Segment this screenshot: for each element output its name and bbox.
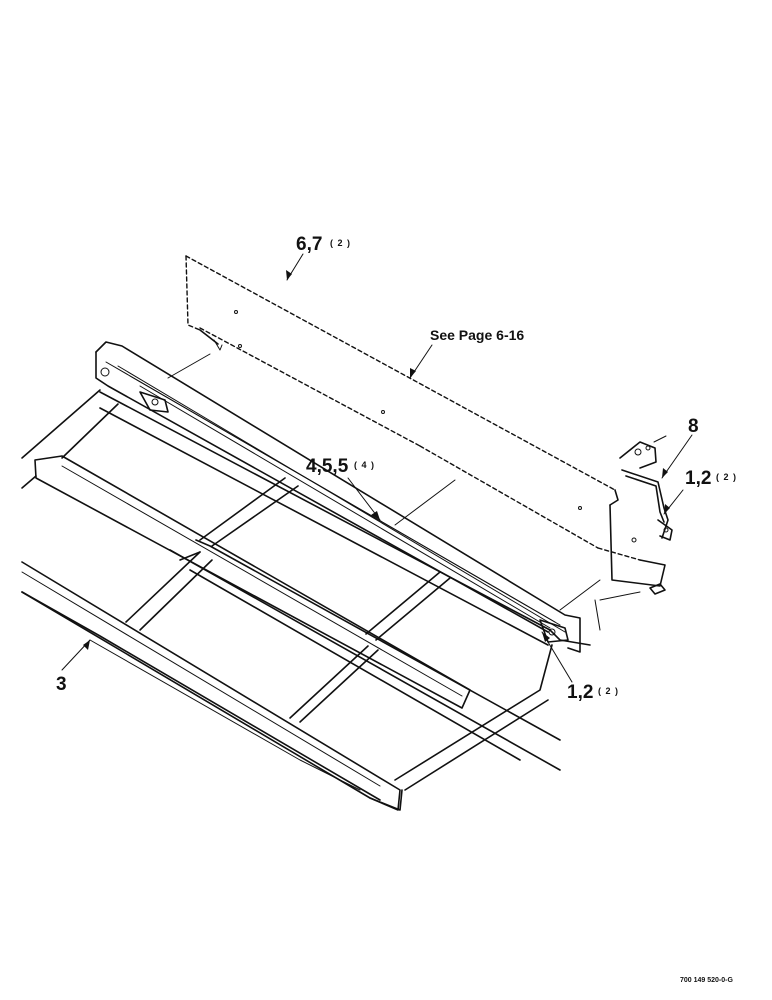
callout-8: 8: [688, 416, 699, 437]
callout-6-7: 6,7 ( 2 ): [296, 234, 351, 255]
callout-4-5-5-qty: ( 4 ): [354, 460, 375, 470]
panel-shield: [167, 255, 666, 631]
callout-leaders: [61, 253, 693, 683]
callout-1-2-bottom-label: 1,2: [567, 682, 593, 703]
latch-bracket: [619, 435, 673, 541]
callout-3-label: 3: [56, 674, 67, 695]
callout-6-7-label: 6,7: [296, 234, 322, 255]
callout-3: 3: [56, 674, 67, 695]
callout-1-2-bottom-qty: ( 2 ): [598, 686, 619, 696]
callout-1-2-right: 1,2 ( 2 ): [685, 468, 737, 489]
callout-6-7-qty: ( 2 ): [330, 238, 351, 248]
callout-1-2-right-label: 1,2: [685, 468, 711, 489]
callout-1-2-bottom: 1,2 ( 2 ): [567, 682, 619, 703]
callout-8-label: 8: [688, 416, 699, 437]
see-page-reference: See Page 6-16: [430, 327, 524, 343]
callout-1-2-right-qty: ( 2 ): [716, 472, 737, 482]
frame-assembly: [21, 389, 591, 811]
top-channel-rail: [95, 341, 581, 653]
drawing-part-number: 700 149 520-0-G: [680, 977, 733, 984]
callout-see-page: See Page 6-16: [430, 327, 524, 343]
callout-4-5-5: 4,5,5 ( 4 ): [306, 456, 375, 477]
callout-4-5-5-label: 4,5,5: [306, 456, 349, 477]
